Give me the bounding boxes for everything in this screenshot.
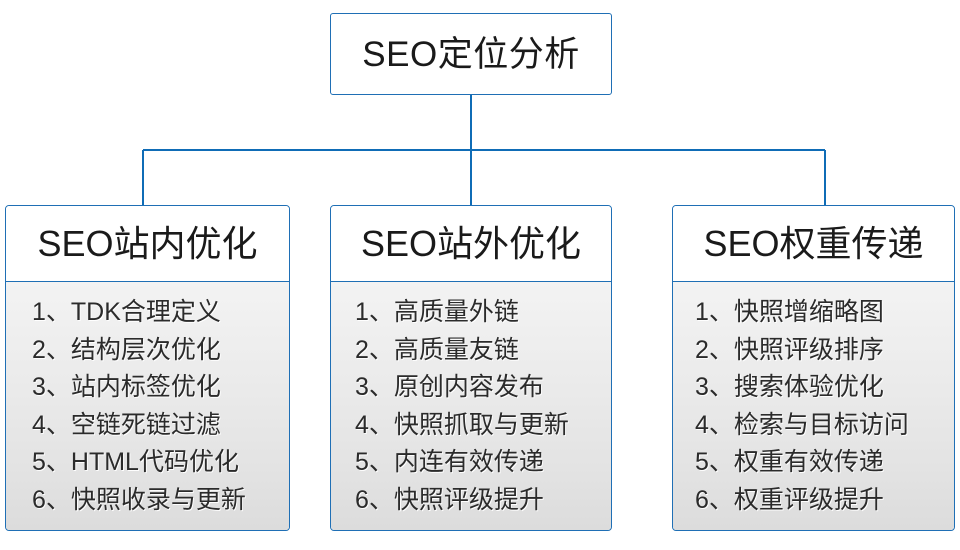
list-item: 2、结构层次优化	[32, 335, 221, 364]
branch-2-list: 1、高质量外链 2、高质量友链 3、原创内容发布 4、快照抓取与更新 5、内连有…	[331, 294, 611, 519]
list-item: 5、内连有效传递	[355, 448, 544, 476]
branch-1-list: 1、TDK合理定义 2、结构层次优化 3、站内标签优化 4、空链死链过滤 5、H…	[6, 294, 289, 519]
branch-1-header: SEO站内优化	[6, 206, 289, 282]
list-item: 4、检索与目标访问	[695, 410, 909, 439]
list-item: 3、站内标签优化	[32, 373, 221, 401]
list-item: 1、快照增缩略图	[695, 298, 884, 326]
branch-node-1[interactable]: SEO站内优化 1、TDK合理定义 2、结构层次优化 3、站内标签优化 4、空链…	[5, 205, 290, 531]
branch-3-list: 1、快照增缩略图 2、快照评级排序 3、搜索体验优化 4、检索与目标访问 5、权…	[673, 294, 954, 519]
list-item: 4、快照抓取与更新	[355, 410, 569, 439]
list-item: 5、HTML代码优化	[32, 448, 239, 476]
branch-1-body: 1、TDK合理定义 2、结构层次优化 3、站内标签优化 4、空链死链过滤 5、H…	[6, 282, 289, 530]
branch-3-body: 1、快照增缩略图 2、快照评级排序 3、搜索体验优化 4、检索与目标访问 5、权…	[673, 282, 954, 530]
branch-node-2[interactable]: SEO站外优化 1、高质量外链 2、高质量友链 3、原创内容发布 4、快照抓取与…	[330, 205, 612, 531]
list-item: 4、空链死链过滤	[32, 410, 221, 439]
list-item: 5、权重有效传递	[695, 448, 884, 476]
list-item: 6、快照评级提升	[355, 485, 544, 514]
root-node-title: SEO定位分析	[362, 34, 580, 74]
branch-node-3[interactable]: SEO权重传递 1、快照增缩略图 2、快照评级排序 3、搜索体验优化 4、检索与…	[672, 205, 955, 531]
list-item: 3、搜索体验优化	[695, 373, 884, 401]
branch-2-title: SEO站外优化	[360, 222, 582, 264]
branch-1-title: SEO站内优化	[37, 222, 258, 264]
list-item: 6、权重评级提升	[695, 485, 884, 514]
list-item: 3、原创内容发布	[355, 373, 544, 401]
branch-3-header: SEO权重传递	[673, 206, 954, 282]
list-item: 2、高质量友链	[355, 335, 519, 364]
root-node[interactable]: SEO定位分析	[330, 13, 612, 95]
list-item: 2、快照评级排序	[695, 335, 884, 364]
list-item: 1、TDK合理定义	[32, 298, 221, 326]
list-item: 1、高质量外链	[355, 298, 519, 326]
branch-2-header: SEO站外优化	[331, 206, 611, 282]
branch-3-title: SEO权重传递	[703, 222, 924, 264]
branch-2-body: 1、高质量外链 2、高质量友链 3、原创内容发布 4、快照抓取与更新 5、内连有…	[331, 282, 611, 530]
list-item: 6、快照收录与更新	[32, 485, 246, 514]
